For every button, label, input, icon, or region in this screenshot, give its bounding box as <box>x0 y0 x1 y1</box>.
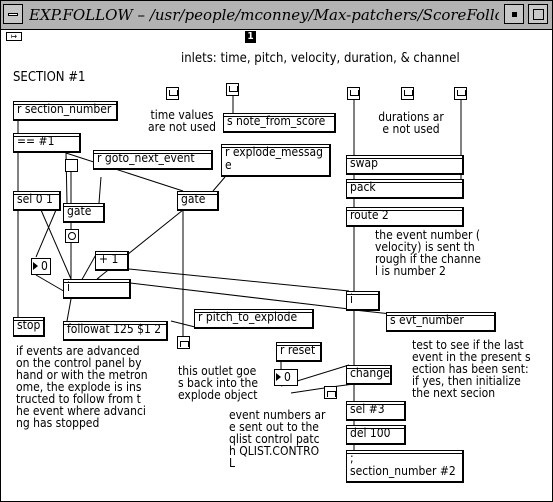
section-number-message[interactable]: ; section_number #2 <box>346 450 464 483</box>
test-last-comment: test to see if the last event in the pre… <box>412 338 531 400</box>
patcher-canvas[interactable]: ↦ 1 <box>1 29 552 501</box>
time-values-comment: time values are not used <box>148 108 216 134</box>
maximize-icon <box>533 9 544 20</box>
r-explode-message-object[interactable]: r explode_messag e <box>221 144 331 177</box>
i-right-object[interactable]: i <box>346 291 380 311</box>
maximize-button[interactable] <box>528 4 548 24</box>
i-left-object[interactable]: i <box>63 279 131 299</box>
minimize-button[interactable] <box>504 4 524 24</box>
pack-object[interactable]: pack <box>346 179 464 199</box>
r-pitch-to-explode-object[interactable]: r pitch_to_explode <box>194 309 314 329</box>
event-number-comment: the event number ( velocity) is sent th … <box>375 228 481 278</box>
gate-mid-object[interactable]: gate <box>177 191 219 211</box>
outlet-goes-comment: this outlet goe s back into the explode … <box>178 364 258 402</box>
r-goto-next-event-object[interactable]: r goto_next_event <box>93 150 213 170</box>
inlet-channel[interactable] <box>454 87 467 100</box>
sel-3-object[interactable]: sel #3 <box>346 401 406 421</box>
inlet-time[interactable] <box>166 87 179 100</box>
patcher-number-badge: 1 <box>245 31 256 43</box>
durations-comment: durations ar e not used <box>378 110 444 136</box>
plus-1-object[interactable]: + 1 <box>95 251 129 271</box>
eq-1-object[interactable]: == #1 <box>13 133 81 153</box>
s-evt-number-object[interactable]: s evt_number <box>386 312 496 332</box>
small-box[interactable] <box>65 159 78 172</box>
sel-0-1-object[interactable]: sel 0 1 <box>13 191 61 211</box>
number-box-left[interactable]: 0 <box>31 258 51 275</box>
change-object[interactable]: change <box>346 365 392 385</box>
r-section-number-object[interactable]: r section_number <box>13 101 118 121</box>
outlet-event-numbers[interactable] <box>324 386 337 399</box>
minimize-icon <box>512 12 517 17</box>
swap-object[interactable]: swap <box>346 155 464 175</box>
stop-message[interactable]: stop <box>13 317 45 337</box>
menu-bar-icon <box>8 13 18 16</box>
outlet-explode[interactable] <box>177 336 190 349</box>
del-100-object[interactable]: del 100 <box>346 425 406 445</box>
number-box-reset[interactable]: 0 <box>274 369 298 386</box>
event-numbers-sent-comment: event numbers ar e sent out to the qlist… <box>229 408 326 470</box>
section-comment: SECTION #1 <box>13 70 86 85</box>
r-reset-object[interactable]: r reset <box>276 342 322 362</box>
title-bar[interactable]: EXP.FOLLOW – /usr/people/mconney/Max-pat… <box>1 1 552 30</box>
route-2-object[interactable]: route 2 <box>346 207 464 227</box>
advanced-comment: if events are advanced on the control pa… <box>16 344 148 430</box>
window-menu-button[interactable] <box>3 4 23 24</box>
inlet-pitch[interactable] <box>226 83 239 96</box>
inlet-velocity[interactable] <box>347 87 360 100</box>
inlet-duration[interactable] <box>401 87 414 100</box>
inlets-comment: inlets: time, pitch, velocity, duration,… <box>181 51 460 66</box>
gate-left-object[interactable]: gate <box>63 203 105 223</box>
lock-icon[interactable]: ↦ <box>6 32 22 41</box>
window-title: EXP.FOLLOW – /usr/people/mconney/Max-pat… <box>29 6 499 24</box>
bang-button[interactable] <box>65 229 79 243</box>
followat-message[interactable]: followat 125 $1 2 <box>63 321 168 341</box>
s-note-from-score-object[interactable]: s note_from_score <box>223 113 336 133</box>
